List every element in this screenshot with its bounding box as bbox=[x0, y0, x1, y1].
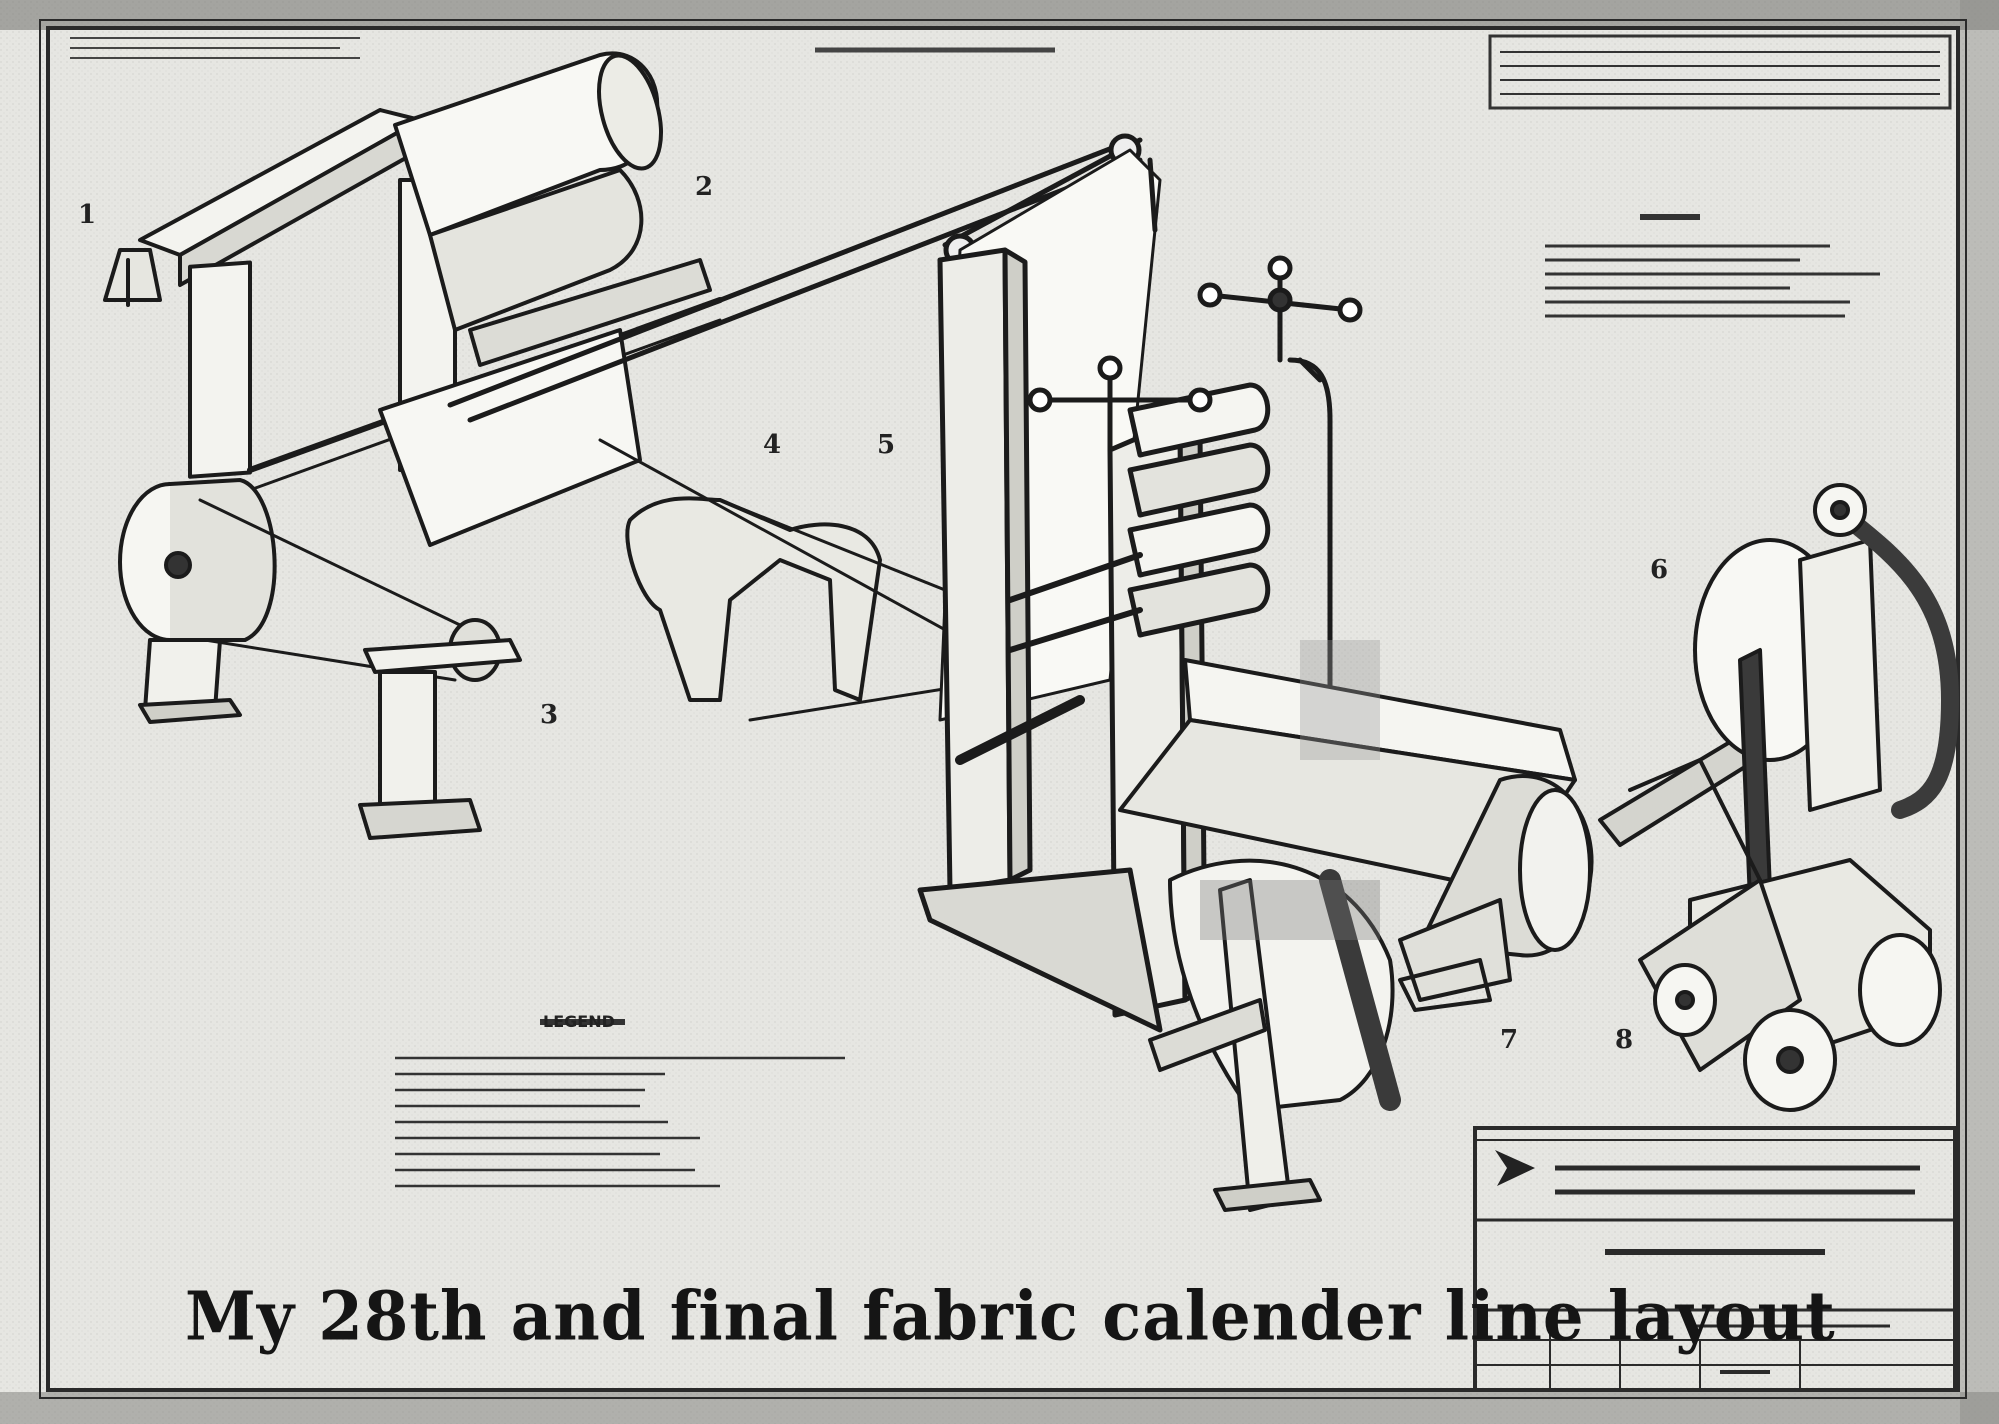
legend-title: LEGEND bbox=[543, 1012, 615, 1031]
callout-4: 4 bbox=[763, 430, 782, 460]
notes-block bbox=[1545, 214, 1880, 318]
legend-block bbox=[395, 1019, 845, 1188]
callout-8: 8 bbox=[1615, 1025, 1634, 1055]
header-block bbox=[70, 37, 1055, 59]
take-up-section bbox=[1118, 483, 1959, 1212]
machine-drawing bbox=[103, 51, 1959, 1212]
callout-3: 3 bbox=[540, 700, 559, 730]
title-block bbox=[1473, 1126, 1957, 1392]
photo-noise bbox=[1200, 640, 1380, 940]
callout-1: 1 bbox=[78, 200, 97, 230]
revision-block bbox=[1488, 34, 1952, 110]
callout-7: 7 bbox=[1500, 1025, 1519, 1055]
drive-unit bbox=[118, 478, 522, 840]
callout-6: 6 bbox=[1650, 555, 1669, 585]
feed-section bbox=[378, 328, 1022, 722]
callout-5: 5 bbox=[877, 430, 896, 460]
drawing-caption: My 28th and final fabric calender line l… bbox=[185, 1277, 1836, 1357]
calender-frame bbox=[917, 247, 1363, 1033]
callout-2: 2 bbox=[695, 172, 714, 202]
